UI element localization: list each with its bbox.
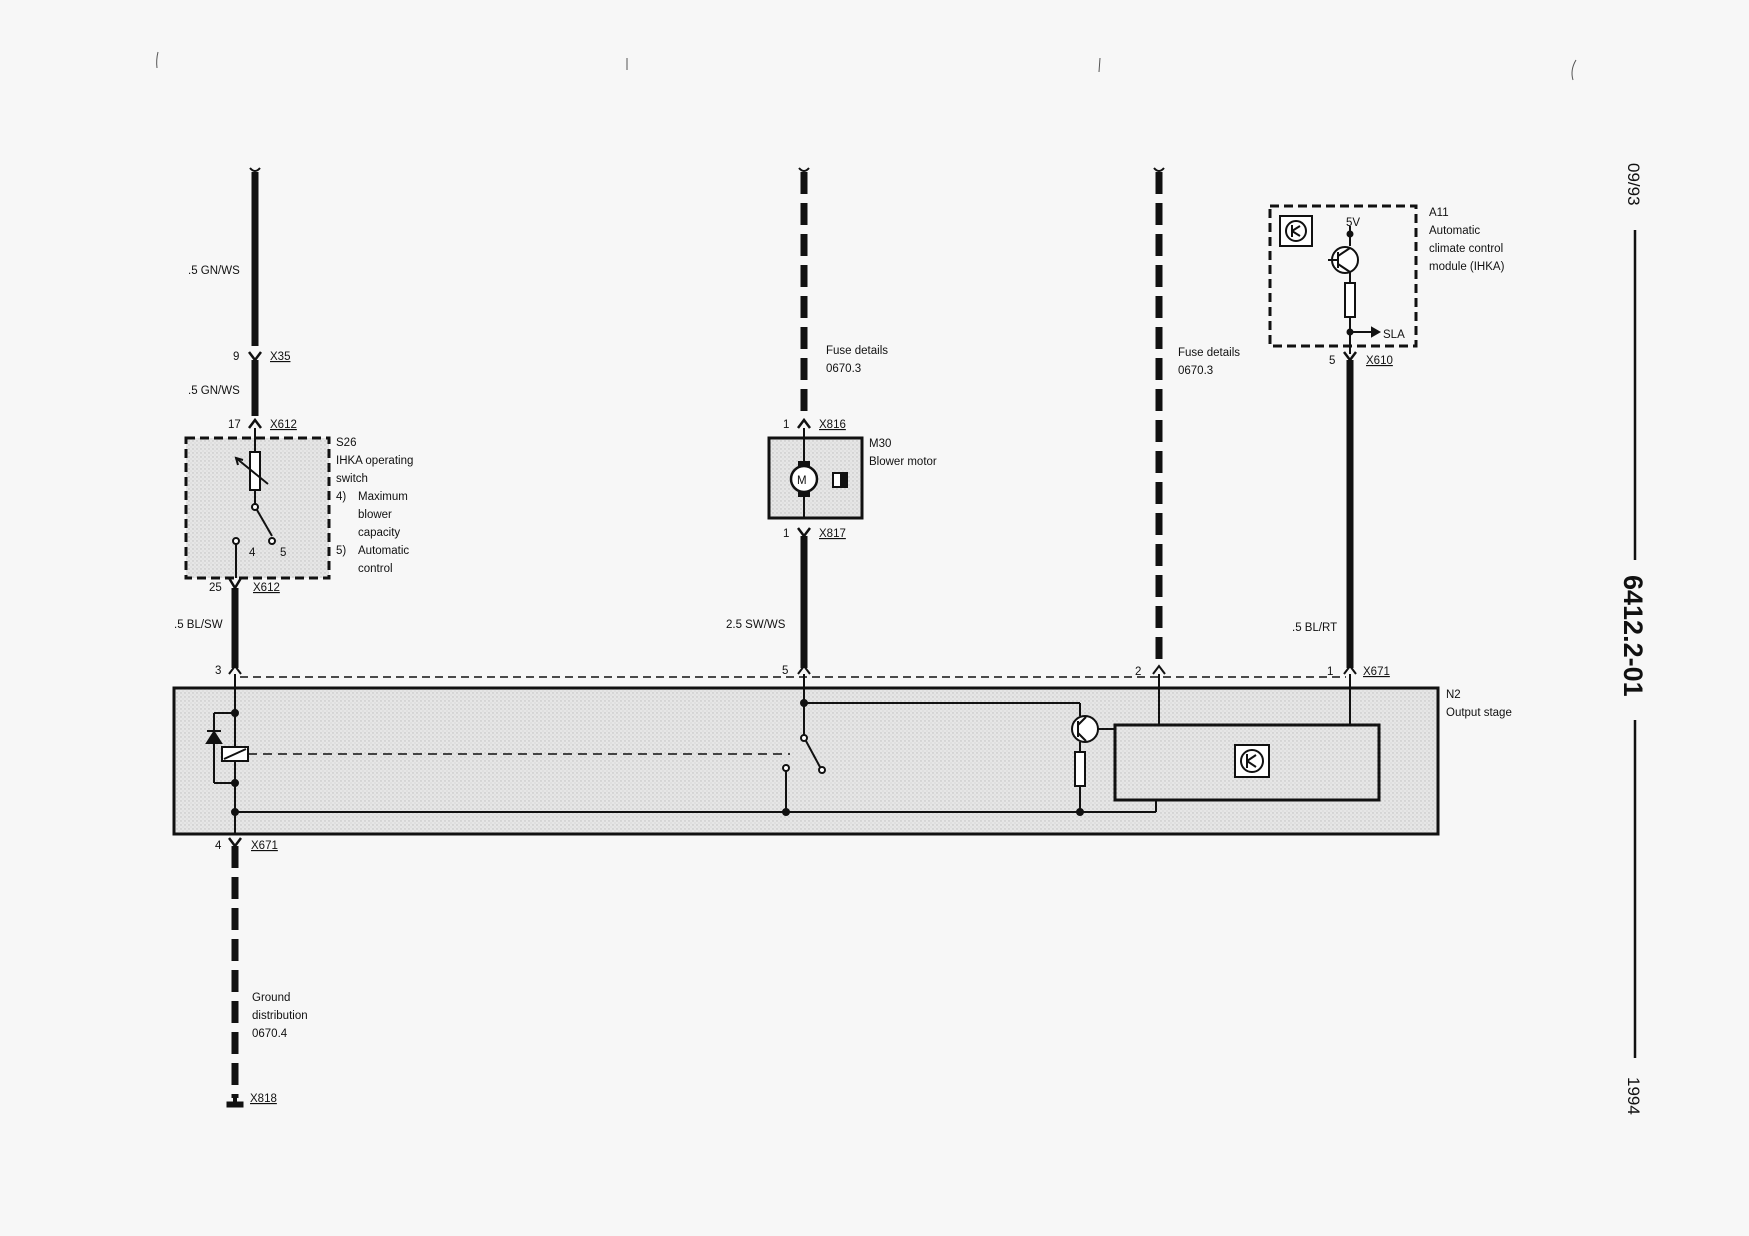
s26-pin-4: 4 — [249, 547, 256, 559]
s26-pin-5: 5 — [280, 547, 286, 559]
a11-circuit — [1279, 215, 1382, 346]
s26-id: S26 — [336, 437, 356, 449]
pin-x817: 1 — [783, 528, 789, 540]
scan-marks — [156, 51, 1577, 81]
s26-opt4-line-2: blower — [358, 509, 392, 521]
a11-desc-line-3: module (IHKA) — [1429, 261, 1505, 273]
wire-label-gn-ws-top: .5 GN/WS — [188, 265, 240, 277]
motor-symbol — [789, 438, 848, 518]
connector-x35: X35 — [270, 351, 290, 363]
a11-5v: 5V — [1346, 217, 1360, 229]
pin-n2-2: 2 — [1135, 666, 1141, 678]
a11-desc-line-2: climate control — [1429, 243, 1503, 255]
pin-x816: 1 — [783, 419, 789, 431]
s26-opt5-line-2: control — [358, 563, 393, 575]
wire-bl-sw — [227, 577, 243, 688]
ground-note-line-1: Ground — [252, 992, 290, 1004]
pin-x671-bottom: 4 — [215, 840, 222, 852]
n2-relay-circuit — [205, 688, 1156, 834]
pin-x612-bottom: 25 — [209, 582, 222, 594]
ground-note-line-3: 0670.4 — [252, 1028, 288, 1040]
connector-x612-top: X612 — [270, 419, 297, 431]
pin-n2-5: 5 — [782, 665, 788, 677]
wire-fuse-right — [1152, 167, 1166, 725]
connector-x816: X816 — [819, 419, 846, 431]
side-code: 6412.2-01 — [1618, 575, 1648, 697]
pin-x35: 9 — [233, 351, 239, 363]
connector-x610: X610 — [1366, 355, 1393, 367]
a11-sla: SLA — [1383, 329, 1405, 341]
pin-n2-1: 1 — [1327, 666, 1333, 678]
pin-x610: 5 — [1329, 355, 1335, 367]
side-year: 1994 — [1624, 1077, 1643, 1115]
m30-name: Blower motor — [869, 456, 937, 468]
n2-switch-circuit — [782, 688, 1157, 816]
s26-opt5-num: 5) — [336, 545, 346, 557]
fuse-note-1-line-2: 0670.3 — [826, 363, 861, 375]
connector-x818: X818 — [250, 1093, 277, 1105]
side-date: 09/93 — [1624, 163, 1643, 206]
a11-id: A11 — [1429, 207, 1449, 219]
m30-id: M30 — [869, 438, 891, 450]
n2-name: Output stage — [1446, 707, 1512, 719]
n2-control-module — [1113, 688, 1381, 802]
a11-module-box — [1268, 204, 1418, 348]
connector-x671-bottom: X671 — [251, 840, 278, 852]
pin-n2-3: 3 — [215, 665, 221, 677]
s26-opt4-line-1: Maximum — [358, 491, 408, 503]
wire-ground — [226, 837, 244, 1108]
wire-label-bl-sw: .5 BL/SW — [174, 619, 223, 631]
s26-opt4-line-3: capacity — [358, 527, 400, 539]
wire-label-gn-ws-mid: .5 GN/WS — [188, 385, 240, 397]
s26-opt5-line-1: Automatic — [358, 545, 409, 557]
connector-x671-top: X671 — [1363, 666, 1390, 678]
wire-label-sw-ws: 2.5 SW/WS — [726, 619, 786, 631]
wire-gn-ws — [248, 167, 262, 438]
wire-bl-rt — [1343, 346, 1357, 725]
fuse-note-1-line-1: Fuse details — [826, 345, 888, 357]
s26-desc-line-2: switch — [336, 473, 368, 485]
connector-x612-bottom: X612 — [253, 582, 280, 594]
connector-x817: X817 — [819, 528, 846, 540]
wire-label-bl-rt: .5 BL/RT — [1292, 622, 1337, 634]
wire-sw-ws — [797, 167, 811, 688]
fuse-note-2-line-1: Fuse details — [1178, 347, 1240, 359]
s26-potentiometer-symbol — [232, 438, 276, 578]
a11-desc-line-1: Automatic — [1429, 225, 1480, 237]
n2-id: N2 — [1446, 689, 1461, 701]
s26-desc-line-1: IHKA operating — [336, 455, 413, 467]
pin-x612-top: 17 — [228, 419, 241, 431]
ground-note-line-2: distribution — [252, 1010, 308, 1022]
motor-m-glyph: M — [797, 475, 807, 487]
s26-opt4-num: 4) — [336, 491, 346, 503]
fuse-note-2-line-2: 0670.3 — [1178, 365, 1213, 377]
